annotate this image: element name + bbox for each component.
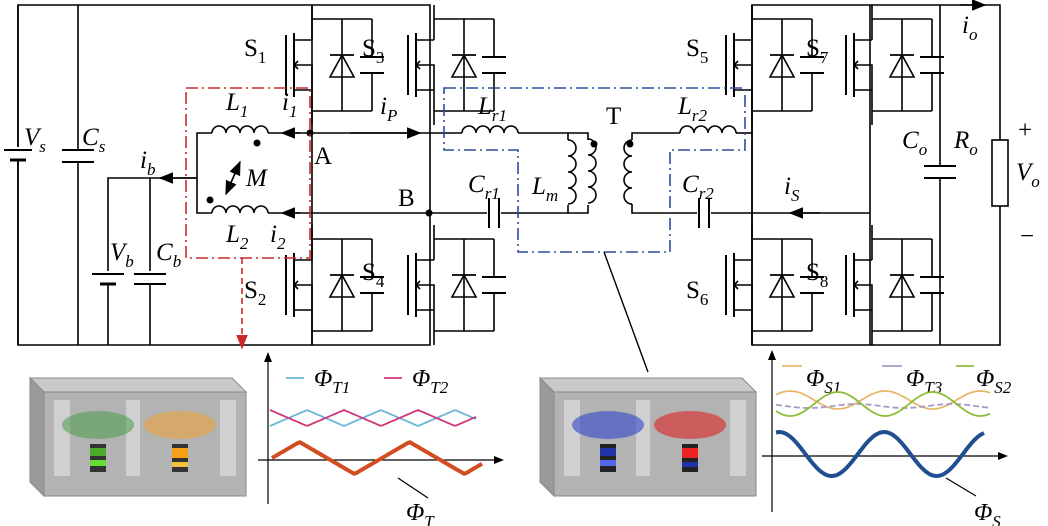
label-l1: L1: [225, 89, 248, 121]
label-s4: S4: [362, 259, 385, 291]
label-l2: L2: [225, 221, 249, 253]
node-t: T: [606, 103, 621, 130]
right-bridge: [711, 0, 1009, 346]
label-cb: Cb: [156, 239, 181, 271]
label-cr1: Cr1: [468, 171, 500, 203]
trace-phi-s: [775, 429, 985, 479]
switch-labels: S1 S3 S2 S4 S5 S7 S6 S8: [244, 35, 829, 309]
label-cs: Cs: [82, 124, 106, 156]
label-io: io: [962, 12, 977, 44]
label-vb: Vb: [110, 239, 134, 271]
label-i2: i2: [270, 221, 286, 253]
trace-phi-s1: [775, 390, 991, 410]
trace-phi-t2: [269, 409, 477, 427]
label-s7: S7: [806, 35, 829, 67]
label-lr2: Lr2: [677, 93, 708, 125]
label-phi-t: ΦT: [406, 500, 435, 526]
label-lr1: Lr1: [477, 93, 507, 125]
left-core-illustration: [28, 376, 248, 498]
label-i1: i1: [282, 89, 297, 121]
black-pointer: [603, 251, 649, 373]
label-s5: S5: [686, 35, 708, 67]
flux-plot-left: ΦT1 ΦT2 ΦT: [258, 352, 504, 526]
coupled-inductor-labels: L1 i1 M L2 i2: [225, 89, 297, 253]
label-minus: −: [1020, 223, 1034, 250]
node-labels: A B T: [314, 103, 621, 212]
legend-phi-s2: ΦS2: [976, 366, 1012, 397]
coupled-inductor-box: [185, 87, 311, 259]
legend-phi-t2: ΦT2: [412, 366, 449, 397]
trace-phi-t: [270, 440, 484, 476]
trace-phi-s2: [775, 391, 991, 417]
label-cr2: Cr2: [682, 171, 714, 203]
legend-phi-t1: ΦT1: [314, 366, 350, 397]
label-ip: iP: [380, 93, 397, 125]
resonant-tank-wiring: [312, 125, 870, 228]
label-m: M: [245, 165, 268, 192]
transformer-box: [443, 87, 746, 253]
coupled-inductor-wiring: [196, 5, 433, 345]
label-ro: Ro: [953, 127, 978, 159]
label-s2: S2: [244, 277, 266, 309]
label-plus: +: [1018, 117, 1032, 144]
label-co: Co: [902, 127, 927, 159]
label-s8: S8: [806, 259, 828, 291]
label-ib: ib: [140, 147, 155, 179]
source-labels: Vs Cs ib Vb Cb: [24, 124, 181, 271]
output-labels: io Co Ro + Vo −: [902, 12, 1040, 250]
resonant-labels: iP Lr1 Cr1 Lm Lr2 Cr2 iS: [380, 93, 800, 205]
trace-phi-t1: [269, 409, 477, 427]
label-vs: Vs: [24, 124, 46, 156]
label-lm: Lm: [531, 173, 558, 205]
label-s1: S1: [244, 35, 266, 67]
flux-plot-right: ΦS1 ΦT3 ΦS2 ΦS: [762, 350, 1012, 526]
left-wiring: [2, 4, 431, 346]
label-vo: Vo: [1016, 159, 1040, 191]
right-core-illustration: [538, 376, 758, 498]
node-b: B: [398, 185, 415, 212]
label-phi-s: ΦS: [974, 500, 1001, 526]
label-s6: S6: [686, 277, 708, 309]
label-s3: S3: [362, 35, 384, 67]
node-a: A: [314, 143, 332, 170]
label-is: iS: [784, 173, 800, 205]
